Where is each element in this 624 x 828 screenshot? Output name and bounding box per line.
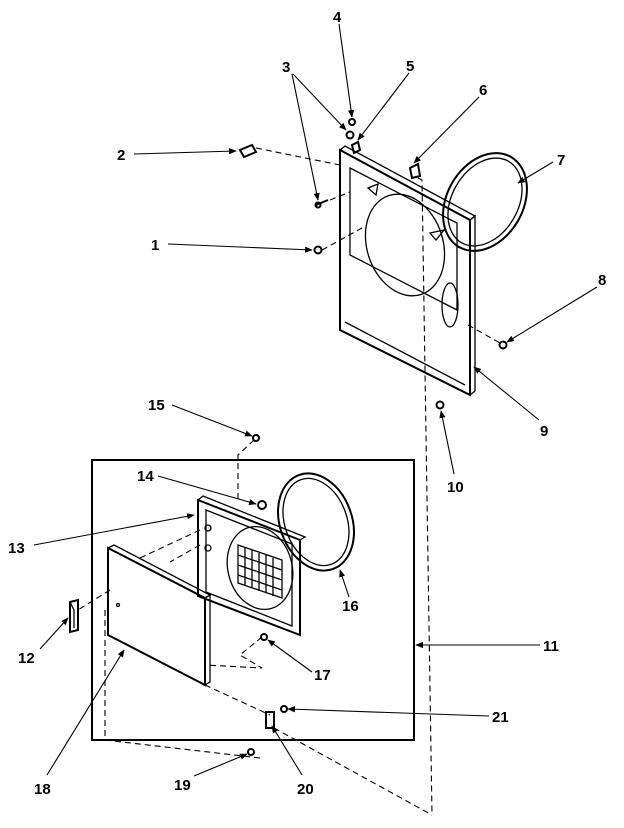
lint-screen-grille [226,525,294,611]
assembly-lines-upper [255,147,501,816]
door-handle [69,598,79,634]
door-gasket [277,472,355,572]
nut-4 [348,118,356,126]
callout-11: 11 [543,638,559,655]
clip-5 [350,140,362,155]
callout-2: 2 [117,147,125,164]
callout-7: 7 [557,152,565,169]
screw-15 [252,434,260,442]
screw-8 [498,340,508,350]
front-panel [339,145,477,397]
callout-17: 17 [314,667,331,684]
screw-19 [247,748,255,756]
callout-16: 16 [342,598,359,615]
inner-door-frame [197,495,307,637]
callout-13: 13 [8,540,25,557]
callout-18: 18 [34,781,51,798]
outer-door-panel [107,544,212,687]
callout-4: 4 [333,9,342,26]
screw-1 [313,245,323,255]
callout-3: 3 [282,59,290,76]
leader-lines [33,23,598,777]
clip-2 [238,143,258,159]
hinge-slots [204,524,212,552]
callout-5: 5 [406,58,414,75]
callout-9: 9 [540,423,548,440]
callout-6: 6 [479,82,487,99]
screw-14 [257,500,267,510]
callout-14: 14 [137,468,154,485]
callout-15: 15 [148,397,165,414]
screw-10 [435,400,445,410]
screw-21 [280,705,288,713]
callout-12: 12 [18,650,35,667]
hinge-6 [408,162,422,180]
door-assembly-box [91,459,415,741]
callout-10: 10 [447,479,464,496]
callout-19: 19 [174,777,191,794]
screw-17 [260,633,268,641]
callout-20: 20 [297,781,314,798]
callout-21: 21 [492,709,509,726]
screw-3a [345,130,355,140]
assembly-lines-lower [77,439,433,816]
callout-8: 8 [598,272,606,289]
latch-slot [366,182,446,242]
door-seal [442,152,528,252]
callout-1: 1 [151,237,159,254]
screw-3b [314,199,329,209]
